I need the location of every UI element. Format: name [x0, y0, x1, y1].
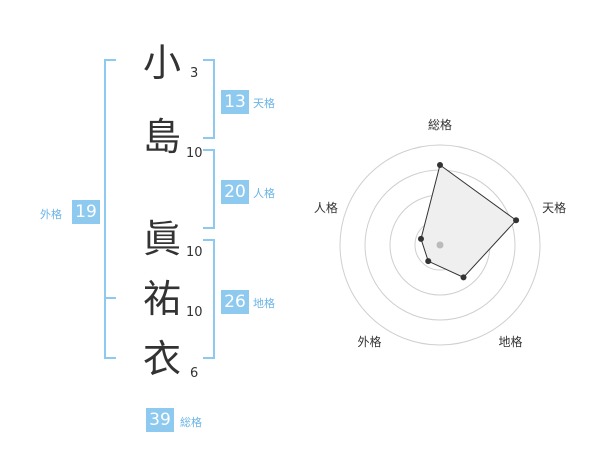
- radar-axis-label-2: 地格: [499, 334, 523, 349]
- radar-axis-label-3: 外格: [357, 334, 381, 349]
- stroke-count-1: 3: [190, 66, 199, 81]
- stroke-count-5: 6: [190, 366, 199, 381]
- name-character-1: 小: [143, 41, 182, 85]
- tenkaku-value-badge: 13: [221, 90, 249, 114]
- chikaku-value-badge: 26: [221, 290, 249, 314]
- chikaku-label: 地格: [253, 297, 275, 310]
- radar-point-1: [513, 217, 520, 224]
- radar-point-3: [425, 258, 432, 265]
- soukaku-label: 総格: [180, 416, 202, 429]
- radar-axis-label-1: 天格: [542, 200, 566, 215]
- gaikaku-label: 外格: [40, 208, 62, 221]
- radar-polygon: [420, 164, 517, 278]
- stroke-count-2: 10: [186, 146, 203, 161]
- radar-axis-label-4: 人格: [314, 200, 338, 215]
- radar-point-0: [437, 162, 443, 168]
- gaikaku-value-badge: 19: [72, 200, 100, 224]
- name-character-5: 衣: [143, 337, 182, 381]
- name-character-3: 眞: [143, 217, 182, 261]
- radar-ring-4: [339, 144, 541, 346]
- jinkaku-label: 人格: [253, 187, 275, 200]
- name-character-4: 祐: [143, 277, 182, 321]
- soukaku-value-badge: 39: [146, 408, 174, 432]
- radar-center-dot: [436, 241, 444, 249]
- radar-point-2: [460, 274, 467, 281]
- radar-point-4: [417, 235, 424, 242]
- radar-axis-label-0: 総格: [428, 117, 452, 132]
- stroke-count-3: 10: [186, 245, 203, 260]
- tenkaku-label: 天格: [253, 97, 275, 110]
- stroke-count-4: 10: [186, 305, 203, 320]
- jinkaku-value-badge: 20: [221, 180, 249, 204]
- name-character-2: 島: [143, 115, 182, 159]
